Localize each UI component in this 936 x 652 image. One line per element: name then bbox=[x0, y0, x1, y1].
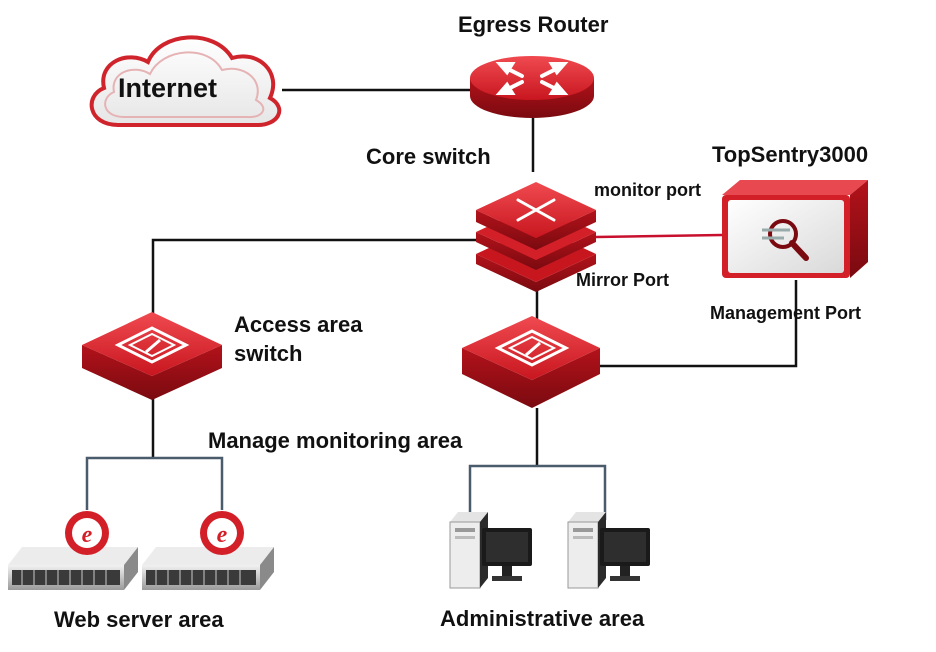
svg-text:e: e bbox=[217, 522, 228, 548]
core-switch-label: Core switch bbox=[366, 144, 491, 169]
manage-monitoring-area-label: Manage monitoring area bbox=[208, 428, 463, 453]
links bbox=[85, 88, 798, 520]
cloud-icon bbox=[89, 35, 282, 128]
monitor-port-label: monitor port bbox=[594, 180, 701, 200]
server-icon: e bbox=[8, 511, 138, 590]
svg-text:e: e bbox=[82, 522, 93, 548]
management-port-label: Management Port bbox=[710, 303, 862, 323]
link-core-access-switch bbox=[151, 238, 478, 315]
core-switch-icon bbox=[476, 182, 596, 292]
administrative-area-label: Administrative area bbox=[440, 606, 645, 631]
topsentry-label: TopSentry3000 bbox=[712, 142, 869, 167]
link-web-servers bbox=[85, 456, 224, 510]
workstation-icon bbox=[449, 512, 532, 589]
workstation-icon bbox=[567, 512, 650, 589]
monitor-appliance-icon bbox=[722, 180, 868, 278]
link-mirror-port bbox=[595, 233, 723, 239]
link-management-port bbox=[598, 280, 798, 368]
mirror-port-label: Mirror Port bbox=[576, 270, 670, 290]
switch-icon bbox=[462, 316, 600, 408]
router-icon bbox=[470, 56, 594, 118]
access-switch-label-line2: switch bbox=[234, 341, 303, 366]
egress-router-label: Egress Router bbox=[458, 12, 609, 37]
access-switch-label-line1: Access area bbox=[234, 312, 363, 337]
web-server-area-label: Web server area bbox=[54, 607, 224, 632]
switch-icon bbox=[82, 312, 222, 400]
server-icon: e bbox=[142, 511, 274, 590]
internet-label: Internet bbox=[118, 73, 218, 103]
link-admin-workstations bbox=[468, 464, 607, 520]
